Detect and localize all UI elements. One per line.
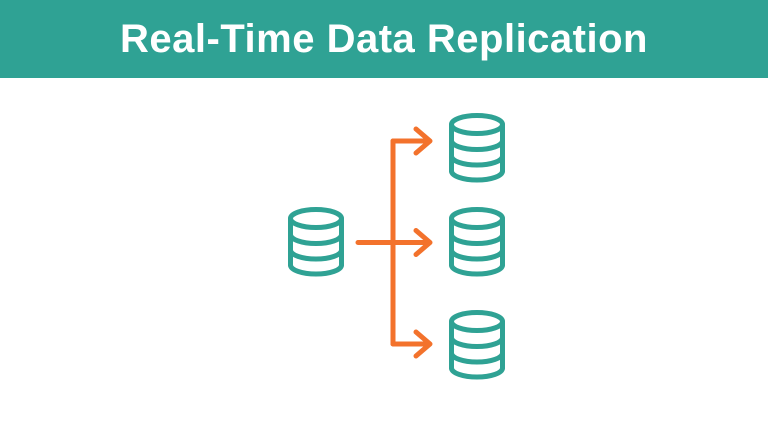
arrow-bottom-branch [390, 329, 433, 359]
title-bar: Real-Time Data Replication [0, 0, 768, 78]
database-icon-target-3 [452, 313, 503, 378]
database-icon-target-2 [452, 210, 503, 275]
arrow-top-branch [390, 126, 433, 156]
diagram-canvas [0, 78, 768, 432]
arrow-middle-branch [355, 228, 433, 257]
database-icon-source [291, 210, 342, 275]
database-icon-target-1 [452, 116, 503, 181]
page-title: Real-Time Data Replication [120, 16, 648, 61]
replication-diagram [0, 78, 768, 432]
